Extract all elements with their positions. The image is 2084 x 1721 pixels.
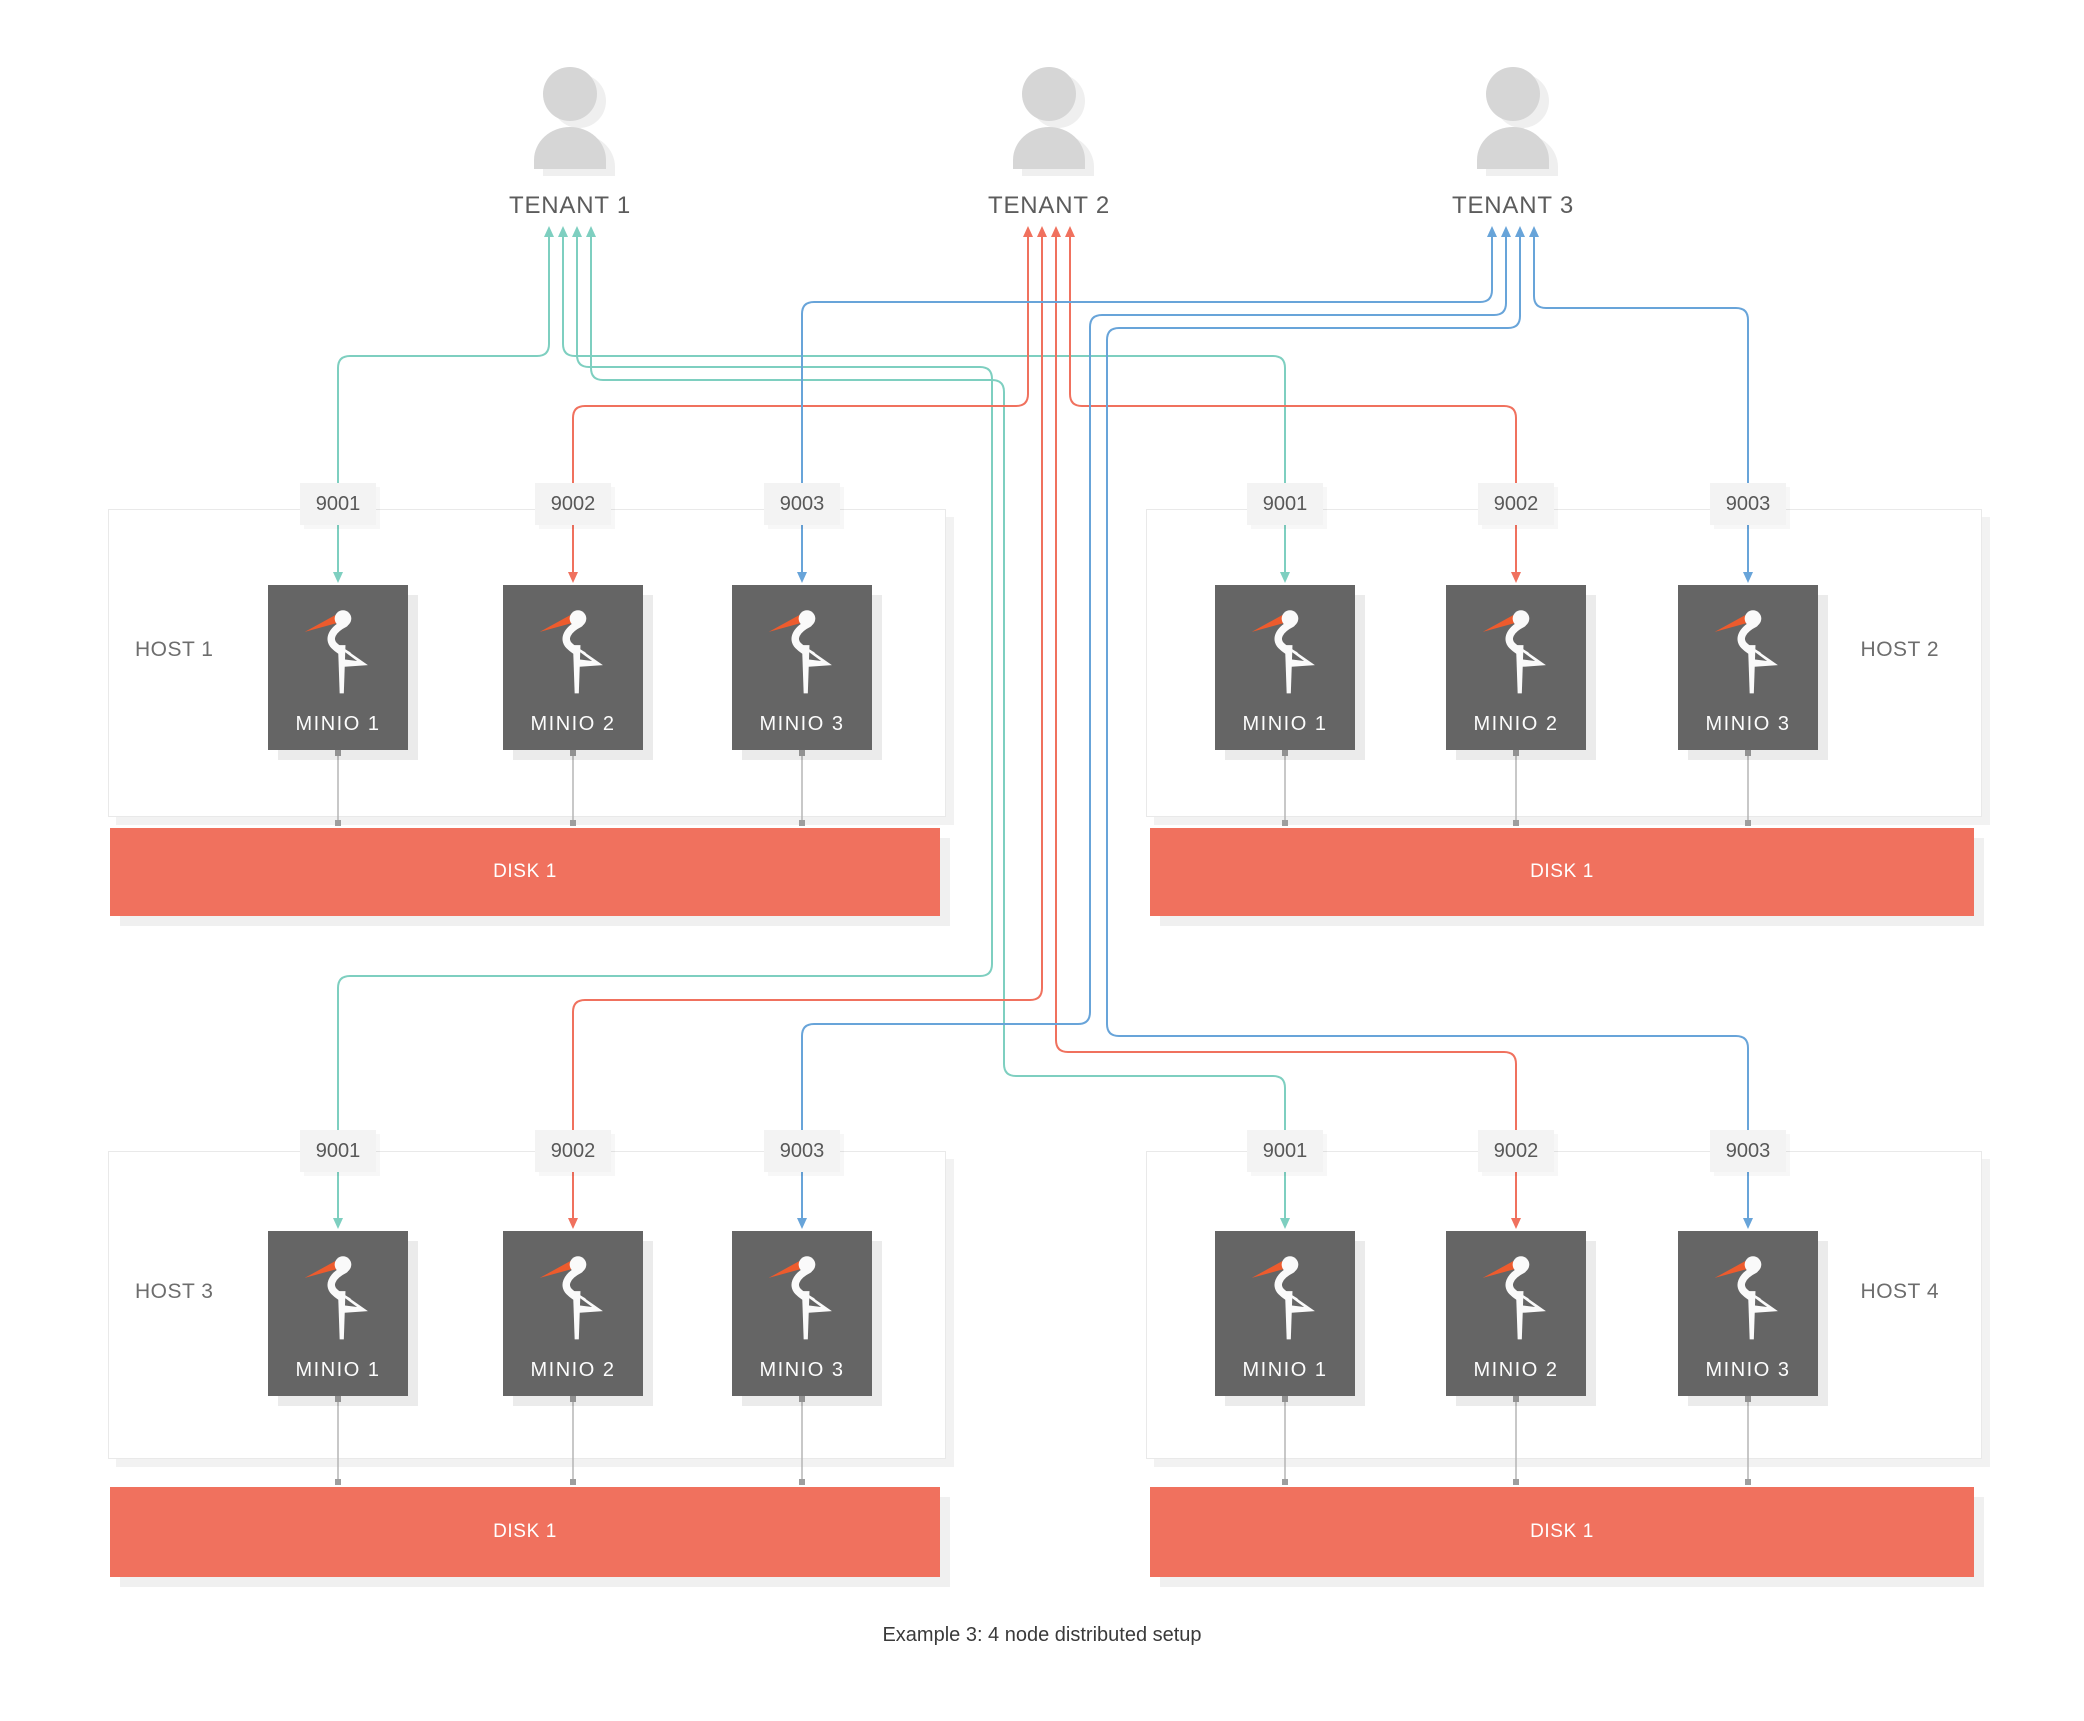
disk-label: DISK 1 (493, 1521, 557, 1542)
host-1-disk: DISK 1 (110, 828, 940, 916)
person-icon (1459, 64, 1579, 184)
minio-node-label: MINIO 3 (759, 713, 845, 735)
minio-node-label: MINIO 1 (1242, 1359, 1328, 1381)
host-2-port-9001: 9001 (1247, 483, 1323, 525)
host-1-port-9002: 9002 (535, 483, 611, 525)
host-4-port-9001: 9001 (1247, 1130, 1323, 1172)
minio-bird-icon (1474, 1243, 1558, 1351)
tenant-1-label: TENANT 1 (509, 192, 631, 219)
host-2-label: HOST 2 (1860, 638, 1939, 661)
host-2-port-9002: 9002 (1478, 483, 1554, 525)
minio-node-label: MINIO 3 (1705, 713, 1791, 735)
minio-node-label: MINIO 2 (530, 1359, 616, 1381)
host-2-minio-1: MINIO 1 (1215, 585, 1355, 750)
host-3-disk: DISK 1 (110, 1487, 940, 1577)
host-3-port-9003: 9003 (764, 1130, 840, 1172)
minio-node-label: MINIO 1 (1242, 713, 1328, 735)
minio-bird-icon (296, 1243, 380, 1351)
tenant-2-arrowheads (1023, 226, 1075, 237)
minio-bird-icon (760, 1243, 844, 1351)
minio-node-label: MINIO 3 (759, 1359, 845, 1381)
host-4-label: HOST 4 (1860, 1280, 1939, 1303)
host-2-port-9003: 9003 (1710, 483, 1786, 525)
tenant-3-label: TENANT 3 (1452, 192, 1574, 219)
disk-label: DISK 1 (1530, 861, 1594, 882)
host-1-port-9001: 9001 (300, 483, 376, 525)
host-3-label: HOST 3 (135, 1280, 214, 1303)
minio-node-label: MINIO 3 (1705, 1359, 1791, 1381)
person-icon (995, 64, 1115, 184)
host-1-port-9003: 9003 (764, 483, 840, 525)
host-1-minio-3: MINIO 3 (732, 585, 872, 750)
host-1-label: HOST 1 (135, 638, 214, 661)
minio-node-label: MINIO 1 (295, 1359, 381, 1381)
host-2-minio-2: MINIO 2 (1446, 585, 1586, 750)
minio-bird-icon (1706, 1243, 1790, 1351)
host-4-port-9003: 9003 (1710, 1130, 1786, 1172)
host-1-minio-2: MINIO 2 (503, 585, 643, 750)
person-icon (516, 64, 636, 184)
disk-label: DISK 1 (493, 861, 557, 882)
host-3-port-9002: 9002 (535, 1130, 611, 1172)
host-3-minio-3: MINIO 3 (732, 1231, 872, 1396)
tenant-1-arrowheads (544, 226, 596, 237)
minio-bird-icon (760, 597, 844, 705)
host-4-minio-3: MINIO 3 (1678, 1231, 1818, 1396)
minio-bird-icon (1243, 1243, 1327, 1351)
tenant-3-arrowheads (1487, 226, 1539, 237)
host-2-disk: DISK 1 (1150, 828, 1974, 916)
minio-node-label: MINIO 2 (530, 713, 616, 735)
minio-bird-icon (1243, 597, 1327, 705)
disk-label: DISK 1 (1530, 1521, 1594, 1542)
minio-node-label: MINIO 2 (1473, 713, 1559, 735)
minio-bird-icon (1706, 597, 1790, 705)
host-2-minio-3: MINIO 3 (1678, 585, 1818, 750)
minio-node-label: MINIO 2 (1473, 1359, 1559, 1381)
host-3-port-9001: 9001 (300, 1130, 376, 1172)
host-4-disk: DISK 1 (1150, 1487, 1974, 1577)
host-3-minio-2: MINIO 2 (503, 1231, 643, 1396)
minio-bird-icon (531, 1243, 615, 1351)
host-4-port-9002: 9002 (1478, 1130, 1554, 1172)
host-1-minio-1: MINIO 1 (268, 585, 408, 750)
host-4-minio-2: MINIO 2 (1446, 1231, 1586, 1396)
host-4-minio-1: MINIO 1 (1215, 1231, 1355, 1396)
host-3-minio-1: MINIO 1 (268, 1231, 408, 1396)
minio-bird-icon (296, 597, 380, 705)
minio-bird-icon (531, 597, 615, 705)
minio-node-label: MINIO 1 (295, 713, 381, 735)
diagram-caption: Example 3: 4 node distributed setup (882, 1624, 1202, 1646)
tenant-2-label: TENANT 2 (988, 192, 1110, 219)
minio-bird-icon (1474, 597, 1558, 705)
